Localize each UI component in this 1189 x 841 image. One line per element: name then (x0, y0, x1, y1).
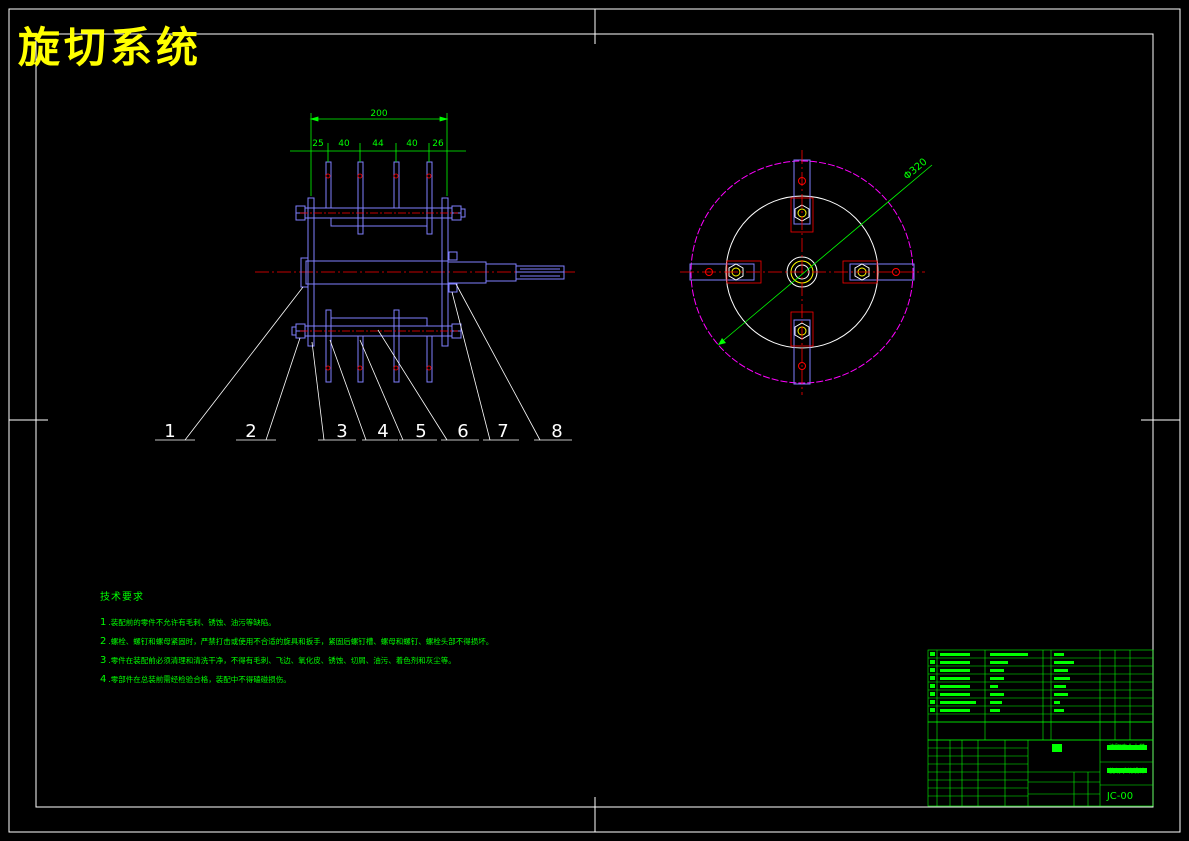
diameter-arrow (718, 338, 726, 345)
title-block-school: 沈阳农业大学 (1108, 744, 1145, 751)
overall-dim: 200 (370, 109, 387, 119)
tech-item: 3.零件在装配前必须清理和清洗干净，不得有毛刺、飞边、氧化皮、锈蚀、切屑、油污、… (100, 651, 493, 670)
segment-dim: 44 (372, 139, 384, 149)
cutter-blades (325, 161, 433, 383)
callout-7: 7 (497, 421, 508, 442)
callout-4: 4 (377, 421, 388, 442)
segment-dim: 26 (432, 139, 444, 149)
sheet-frame (8, 8, 1181, 833)
title-block-marks (930, 652, 1147, 773)
side-dimensions (290, 113, 466, 196)
segment-dim: 40 (406, 139, 418, 149)
technical-requirements: 技术要求 1.装配前的零件不允许有毛刺、锈蚀、油污等缺陷。 2.螺栓、螺钉和螺母… (100, 588, 493, 689)
tech-item-no: 2 (100, 636, 107, 647)
blade-bolt-marks (300, 173, 458, 371)
callout-numbers: 1 2 3 4 5 6 7 8 (164, 421, 562, 442)
tech-item: 2.螺栓、螺钉和螺母紧固时，严禁打击或使用不合适的旋具和扳手，紧固后螺钉槽、螺母… (100, 632, 493, 651)
callout-5: 5 (415, 421, 426, 442)
diameter-leader (717, 164, 933, 346)
drawing-title: 旋切系统 (18, 23, 203, 72)
callout-8: 8 (551, 421, 562, 442)
segment-dims: 25 40 44 40 26 (312, 139, 444, 149)
tech-item-text: .零部件在总装前需经检验合格，装配中不得磕碰损伤。 (108, 675, 291, 684)
segment-dim: 25 (312, 139, 323, 149)
front-view: Φ320 (680, 150, 933, 395)
tech-item: 4.零部件在总装前需经检验合格，装配中不得磕碰损伤。 (100, 670, 493, 689)
drawing-number: JC-00 (1106, 791, 1133, 802)
tech-item-text: .螺栓、螺钉和螺母紧固时，严禁打击或使用不合适的旋具和扳手，紧固后螺钉槽、螺母和… (108, 637, 494, 646)
callout-6: 6 (457, 421, 468, 442)
tech-heading: 技术要求 (100, 592, 144, 603)
segment-dim: 40 (338, 139, 350, 149)
tech-item-no: 1 (100, 617, 107, 628)
front-centerlines (680, 150, 925, 395)
title-block-project: 旋切系统设计 (1108, 768, 1145, 775)
tech-item-no: 3 (100, 655, 107, 666)
callout-1: 1 (164, 421, 175, 442)
tech-item: 1.装配前的零件不允许有毛刺、锈蚀、油污等缺陷。 (100, 613, 493, 632)
callout-2: 2 (245, 421, 256, 442)
callout-3: 3 (336, 421, 347, 442)
tech-item-text: .装配前的零件不允许有毛刺、锈蚀、油污等缺陷。 (108, 618, 276, 627)
leader-lines (155, 283, 572, 441)
tech-item-no: 4 (100, 674, 107, 685)
title-block (927, 649, 1154, 807)
roller-body (291, 197, 565, 347)
side-view: 200 25 40 44 40 26 1 (155, 109, 575, 442)
tech-item-text: .零件在装配前必须清理和清洗干净，不得有毛刺、飞边、氧化皮、锈蚀、切屑、油污、着… (108, 656, 456, 665)
